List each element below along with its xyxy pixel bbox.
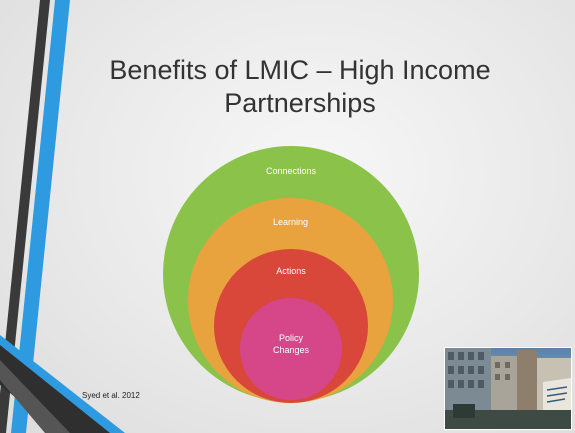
- slide-title-line-2: Partnerships: [224, 88, 376, 118]
- building-photo: [444, 347, 572, 430]
- ring-policy-changes-label-line-2: Changes: [272, 345, 310, 355]
- ring-policy-changes-label-line-1: Policy: [278, 333, 303, 343]
- ring-learning-label: Learning: [272, 217, 309, 227]
- slide-title: Benefits of LMIC – High Income Partnersh…: [80, 54, 520, 120]
- citation: Syed et al. 2012: [82, 391, 140, 400]
- ring-policy-changes: Policy Changes: [240, 298, 342, 400]
- slide-title-line-1: Benefits of LMIC – High Income: [109, 55, 491, 85]
- ring-connections-label: Connections: [265, 166, 317, 176]
- ring-actions-label: Actions: [276, 266, 306, 276]
